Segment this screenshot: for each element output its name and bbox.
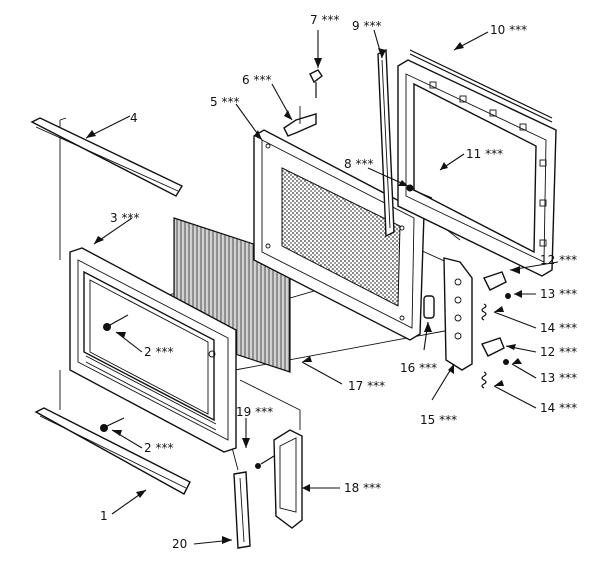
label-part-14-lower: 14 *** (540, 401, 577, 415)
label-part-14-upper: 14 *** (540, 321, 577, 335)
label-part-12-lower: 12 *** (540, 345, 577, 359)
label-part-5: 5 *** (210, 95, 239, 109)
label-part-8: 8 *** (344, 157, 373, 171)
bottom-trim-strip (34, 407, 191, 495)
hinge-screw-upper (505, 293, 511, 299)
label-part-15: 15 *** (420, 413, 457, 427)
label-part-18: 18 *** (344, 481, 381, 495)
label-part-9: 9 *** (352, 19, 381, 33)
inner-door-panel (253, 129, 425, 341)
hinge-screw-lower (503, 359, 509, 365)
label-part-2-upper: 2 *** (144, 345, 173, 359)
label-part-13-upper: 13 *** (540, 287, 577, 301)
hinge-spring-upper (481, 303, 487, 321)
bumper-pad (423, 295, 435, 319)
label-part-20: 20 (172, 537, 187, 551)
door-screw-upper (103, 314, 129, 331)
label-part-4: 4 (130, 111, 138, 125)
handle-bracket (273, 429, 303, 529)
frame-bolt (406, 184, 433, 199)
label-part-2-lower: 2 *** (144, 441, 173, 455)
label-part-19: 19 *** (236, 405, 273, 419)
hinge-plate (443, 257, 473, 371)
door-handle (233, 471, 251, 549)
top-trim-strip (30, 117, 183, 197)
callout-leaders (85, 29, 559, 545)
handle-screw (255, 455, 275, 469)
label-part-6: 6 *** (242, 73, 271, 87)
door-screw-lower (100, 417, 125, 432)
label-part-3: 3 *** (110, 211, 139, 225)
callout-labels: 4 3 *** 5 *** 6 *** 7 *** 9 *** 10 *** 1… (100, 13, 577, 551)
label-part-10: 10 *** (490, 23, 527, 37)
label-part-11: 11 *** (466, 147, 503, 161)
hinge-clip-upper (483, 271, 507, 291)
label-part-12-upper: 12 *** (540, 253, 577, 267)
top-screw (309, 69, 323, 98)
label-part-7: 7 *** (310, 13, 339, 27)
label-part-1: 1 (100, 509, 108, 523)
hinge-spring-lower (481, 371, 487, 389)
top-bracket (283, 106, 317, 137)
frame-clips (429, 81, 547, 247)
label-part-17: 17 *** (348, 379, 385, 393)
label-part-16: 16 *** (400, 361, 437, 375)
label-part-13-lower: 13 *** (540, 371, 577, 385)
outer-door-panel (69, 247, 237, 453)
window-frame-assembly (397, 49, 557, 277)
hinge-clip-lower (481, 337, 505, 357)
